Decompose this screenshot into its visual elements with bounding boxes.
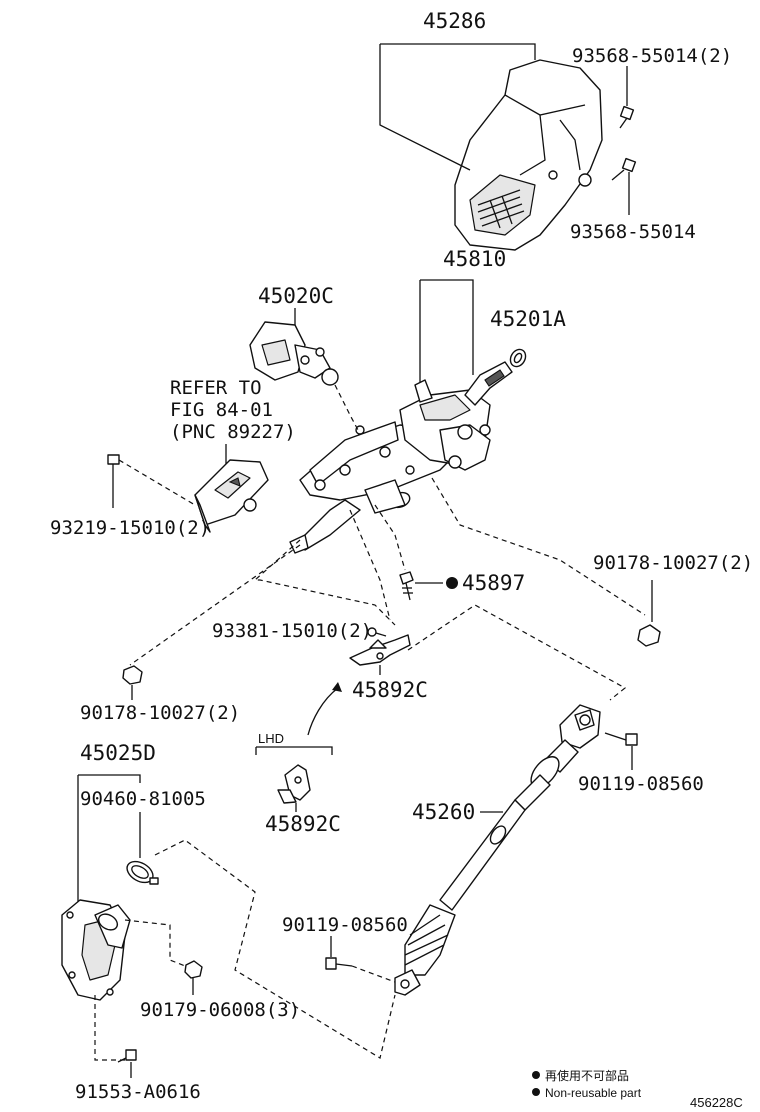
figure-code: 456228C	[690, 1095, 743, 1110]
bolt-91553-A0616	[117, 1049, 137, 1078]
dash-45892c-to-shaft	[407, 604, 627, 701]
legend-dot-en	[532, 1088, 540, 1096]
intermediate-shaft-45260	[394, 704, 601, 996]
leader-45025D-top	[78, 774, 141, 783]
legend-en: Non-reusable part	[545, 1086, 642, 1100]
label-90179-06008-3: 90179-06008(3)	[140, 999, 300, 1021]
label-45020C: 45020C	[258, 284, 334, 308]
dash-column-to-nut-left	[129, 544, 301, 666]
legend-cn: 再使用不可部品	[545, 1068, 629, 1083]
lhd-bracket-line	[256, 746, 333, 755]
label-93219-15010-2: 93219-15010(2)	[50, 517, 210, 539]
label-93568-55014-2: 93568-55014(2)	[572, 45, 732, 67]
nut-90178-10027-left	[122, 665, 143, 700]
leader-45810	[419, 279, 474, 395]
non-reusable-marker-45897	[446, 577, 458, 589]
dash-column-to-45892c	[349, 509, 391, 621]
screw-93568-55014-2	[619, 66, 635, 129]
label-90178-10027-2-right: 90178-10027(2)	[593, 552, 753, 574]
dash-45892c-path	[253, 539, 396, 626]
bracket-45892C-upper	[349, 634, 411, 666]
dash-lock-to-column	[334, 384, 359, 431]
label-45892C-upper: 45892C	[352, 678, 428, 702]
bolt-45897	[399, 571, 414, 601]
column-cover-45286	[454, 59, 603, 251]
label-45897: 45897	[462, 571, 525, 595]
screw-93568-55014	[611, 157, 637, 215]
nut-90179-06008	[184, 960, 203, 995]
label-45260: 45260	[412, 800, 475, 824]
dash-bolt-to-yoke	[351, 965, 396, 983]
bolt-93381-15010	[367, 627, 387, 637]
refer-to-line3: (PNC 89227)	[170, 421, 296, 443]
dash-45897	[374, 504, 406, 571]
bolt-93219-15010	[107, 454, 120, 508]
nut-90178-10027-right	[637, 580, 661, 647]
dash-seal-to-nut	[124, 919, 191, 969]
steering-lock-45020C	[249, 321, 339, 386]
lhd-arrow-curve	[307, 687, 339, 736]
steering-column-assembly	[289, 361, 513, 554]
label-93381-15010-2: 93381-15010(2)	[212, 620, 372, 642]
label-90178-10027-2-left: 90178-10027(2)	[80, 702, 240, 724]
ecu-module-fig-84-01	[194, 459, 269, 533]
lhd-arrow-head	[332, 682, 342, 692]
label-90119-08560-right: 90119-08560	[578, 773, 704, 795]
dash-seal-to-bolt	[94, 995, 125, 1061]
dash-seal-to-shaft	[154, 839, 396, 1059]
bracket-45892C-lower	[277, 764, 311, 804]
label-lhd: LHD	[258, 731, 284, 746]
refer-to-line1: REFER TO	[170, 377, 262, 399]
bearing-45201A	[509, 348, 527, 368]
label-93568-55014: 93568-55014	[570, 221, 696, 243]
legend-dot-cn	[532, 1071, 540, 1079]
label-45286: 45286	[423, 9, 486, 33]
dash-bolt-to-module	[118, 459, 196, 506]
bolt-90119-08560-right	[604, 732, 638, 770]
bolt-90119-08560-left	[325, 936, 353, 970]
label-90119-08560-left: 90119-08560	[282, 914, 408, 936]
label-90460-81005: 90460-81005	[80, 788, 206, 810]
column-hole-cover-45025D	[61, 899, 131, 1001]
dash-column-to-nut-right	[431, 477, 646, 616]
clamp-90460-81005	[126, 860, 159, 885]
leader-45286	[379, 43, 536, 171]
label-91553-A0616: 91553-A0616	[75, 1081, 201, 1103]
label-45201A: 45201A	[490, 307, 566, 331]
label-45892C-lower: 45892C	[265, 812, 341, 836]
label-45810: 45810	[443, 247, 506, 271]
label-45025D: 45025D	[80, 741, 156, 765]
refer-to-line2: FIG 84-01	[170, 399, 273, 421]
